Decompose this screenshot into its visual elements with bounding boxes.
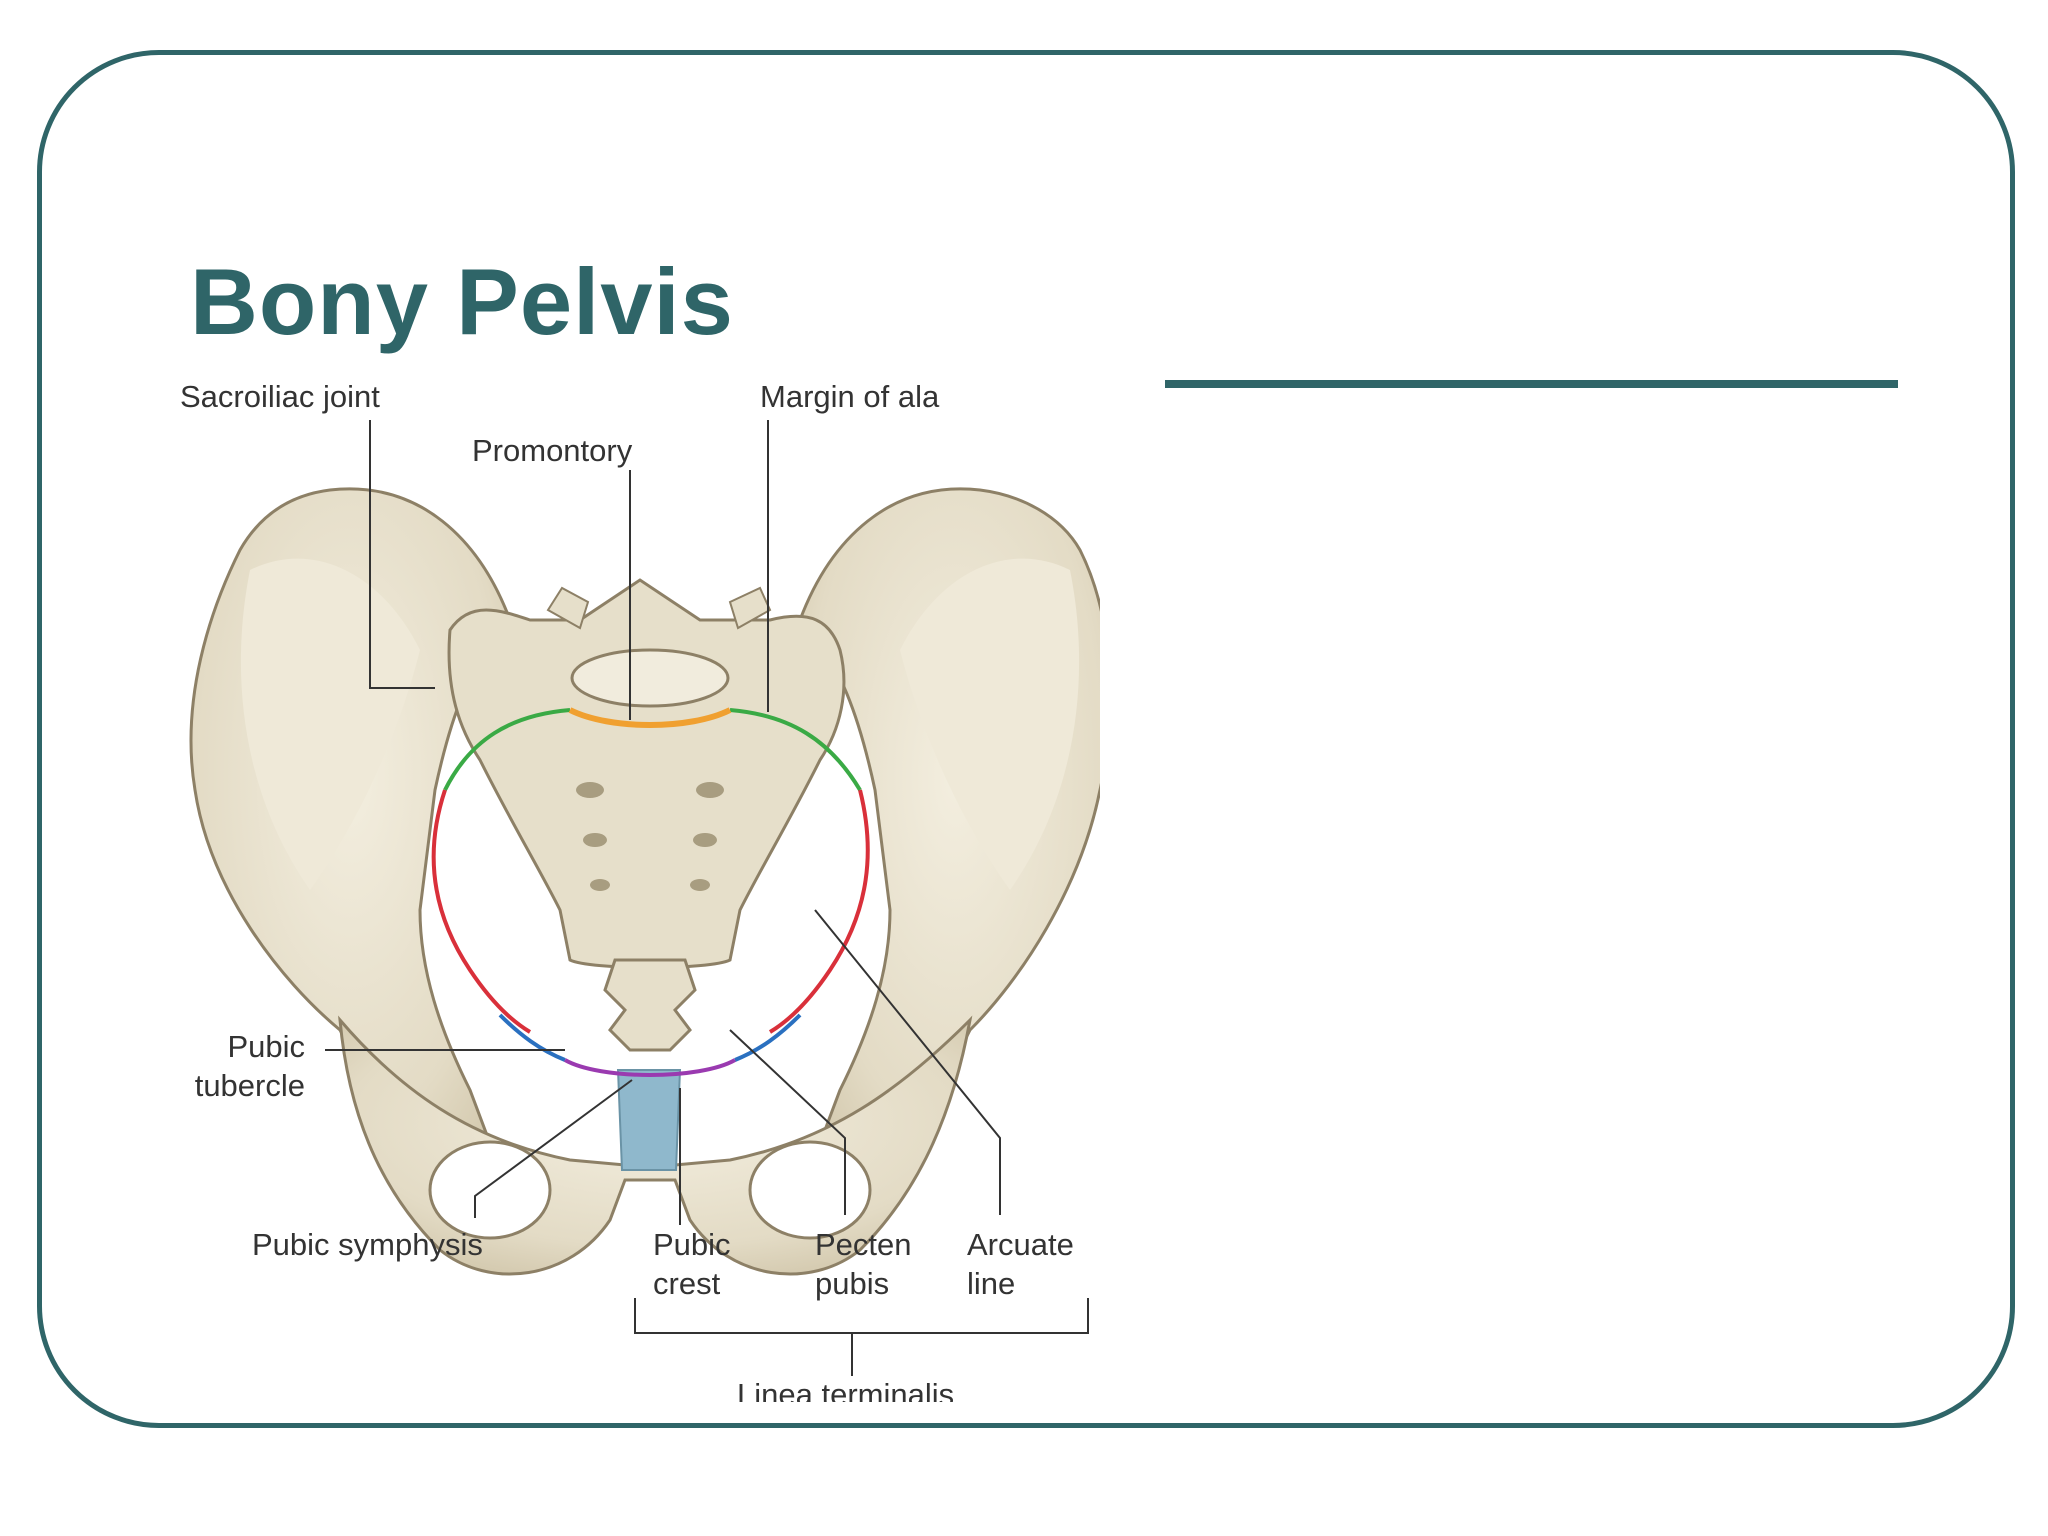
pubic-symphysis-shape	[616, 1069, 682, 1171]
label-pecten-pubis: Pecten pubis	[815, 1227, 912, 1301]
sacral-foramen	[693, 833, 717, 847]
sacral-foramen	[696, 782, 724, 798]
leader-pubic-symphysis	[474, 1079, 633, 1218]
margin-of-ala-line-left	[443, 708, 571, 791]
pelvis-illustration	[189, 420, 1100, 1376]
left-articular-process	[546, 586, 590, 630]
sacral-foramen	[583, 833, 607, 847]
left-obturator-foramen	[428, 1140, 552, 1240]
arcuate-line-right	[768, 789, 870, 1034]
right-iliac-fossa	[900, 558, 1080, 890]
margin-of-ala-line-right	[729, 708, 862, 792]
pubic-crest-line	[564, 1058, 736, 1077]
leader-sacroiliac-joint	[369, 420, 435, 689]
right-articular-process	[728, 586, 772, 630]
sacral-foramen	[576, 782, 604, 798]
coccyx	[603, 958, 697, 1052]
leader-pecten-pubis	[729, 1029, 846, 1215]
slide-title: Bony Pelvis	[190, 249, 734, 354]
label-linea-terminalis: Linea terminalis	[737, 1377, 955, 1402]
right-obturator-foramen	[748, 1140, 872, 1240]
label-pubic-symphysis: Pubic symphysis	[252, 1227, 483, 1262]
label-pubic-tubercle: Pubic tubercle	[194, 1029, 305, 1103]
left-iliac-fossa	[240, 558, 420, 890]
promontory-line	[568, 707, 732, 728]
sacral-foramen	[590, 879, 610, 891]
label-arcuate-line: Arcuate line	[967, 1227, 1074, 1301]
leader-arcuate-line	[814, 909, 1001, 1215]
label-margin-of-ala: Margin of ala	[760, 379, 940, 414]
label-sacroiliac-joint: Sacroiliac joint	[180, 379, 380, 414]
pelvis-figure: Sacroiliac joint Margin of ala Promontor…	[170, 370, 1100, 1402]
pecten-line-left	[498, 1013, 566, 1062]
sacral-foramen	[690, 879, 710, 891]
pecten-line-right	[734, 1013, 802, 1062]
s1-vertebral-body	[570, 648, 730, 708]
leader-lines	[325, 420, 1089, 1376]
sacrum	[447, 578, 846, 969]
label-promontory: Promontory	[472, 433, 633, 468]
label-pubic-crest: Pubic crest	[653, 1227, 731, 1301]
arcuate-line-left	[431, 789, 532, 1034]
linea-terminalis-bracket	[634, 1298, 1089, 1334]
title-underline-rule	[1165, 380, 1898, 388]
